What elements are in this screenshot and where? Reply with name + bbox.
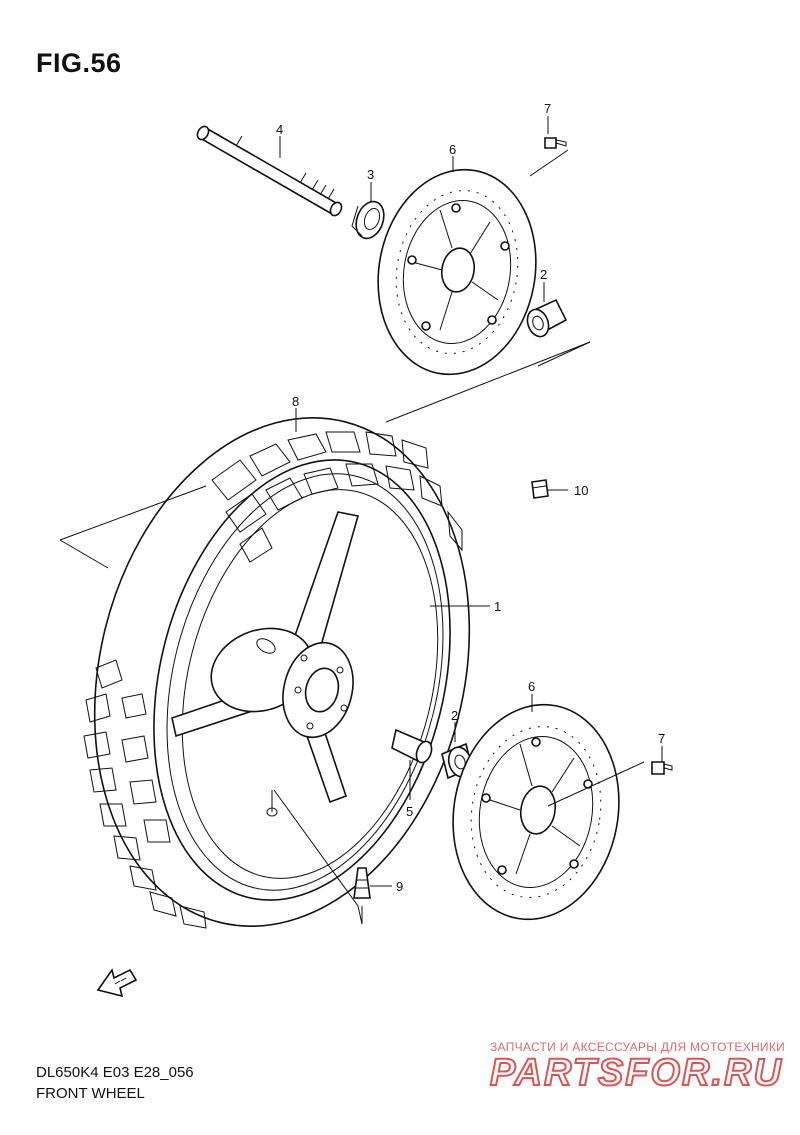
callout-2-top: 2 (540, 267, 547, 282)
callout-1: 1 (494, 599, 501, 614)
callout-7-top: 7 (544, 101, 551, 116)
disc-bolt-icon (544, 137, 567, 149)
callout-10: 10 (574, 483, 588, 498)
bearing-icon (526, 298, 568, 338)
callout-5: 5 (406, 804, 413, 819)
spacer-icon (391, 728, 433, 764)
disc-bolt-icon (651, 761, 673, 775)
wheel-icon (166, 473, 444, 891)
callout-3: 3 (367, 167, 374, 182)
brake-disc-icon (377, 168, 537, 376)
figure-title: FRONT WHEEL (36, 1085, 145, 1102)
callout-9: 9 (396, 879, 403, 894)
watermark-tagline: ЗАПЧАСТИ И АКСЕССУАРЫ ДЛЯ МОТОТЕХНИКИ (490, 1040, 786, 1054)
watermark-logo: PARTSFOR.RU (489, 1051, 783, 1095)
oil-seal-icon (351, 200, 385, 240)
brake-disc-icon (452, 703, 620, 921)
callout-6-top: 6 (449, 142, 456, 157)
callout-7-bottom: 7 (658, 731, 665, 746)
balancer-weight-icon (531, 479, 549, 499)
callout-8: 8 (292, 394, 299, 409)
callout-2-bottom: 2 (451, 708, 458, 723)
callout-4: 4 (276, 122, 283, 137)
valve-icon (353, 867, 371, 899)
figure-number: FIG.56 (36, 48, 122, 78)
callout-6-bottom: 6 (528, 679, 535, 694)
axle-icon (196, 125, 343, 217)
forward-arrow-icon (96, 968, 138, 998)
model-code: DL650K4 E03 E28_056 (36, 1064, 194, 1081)
